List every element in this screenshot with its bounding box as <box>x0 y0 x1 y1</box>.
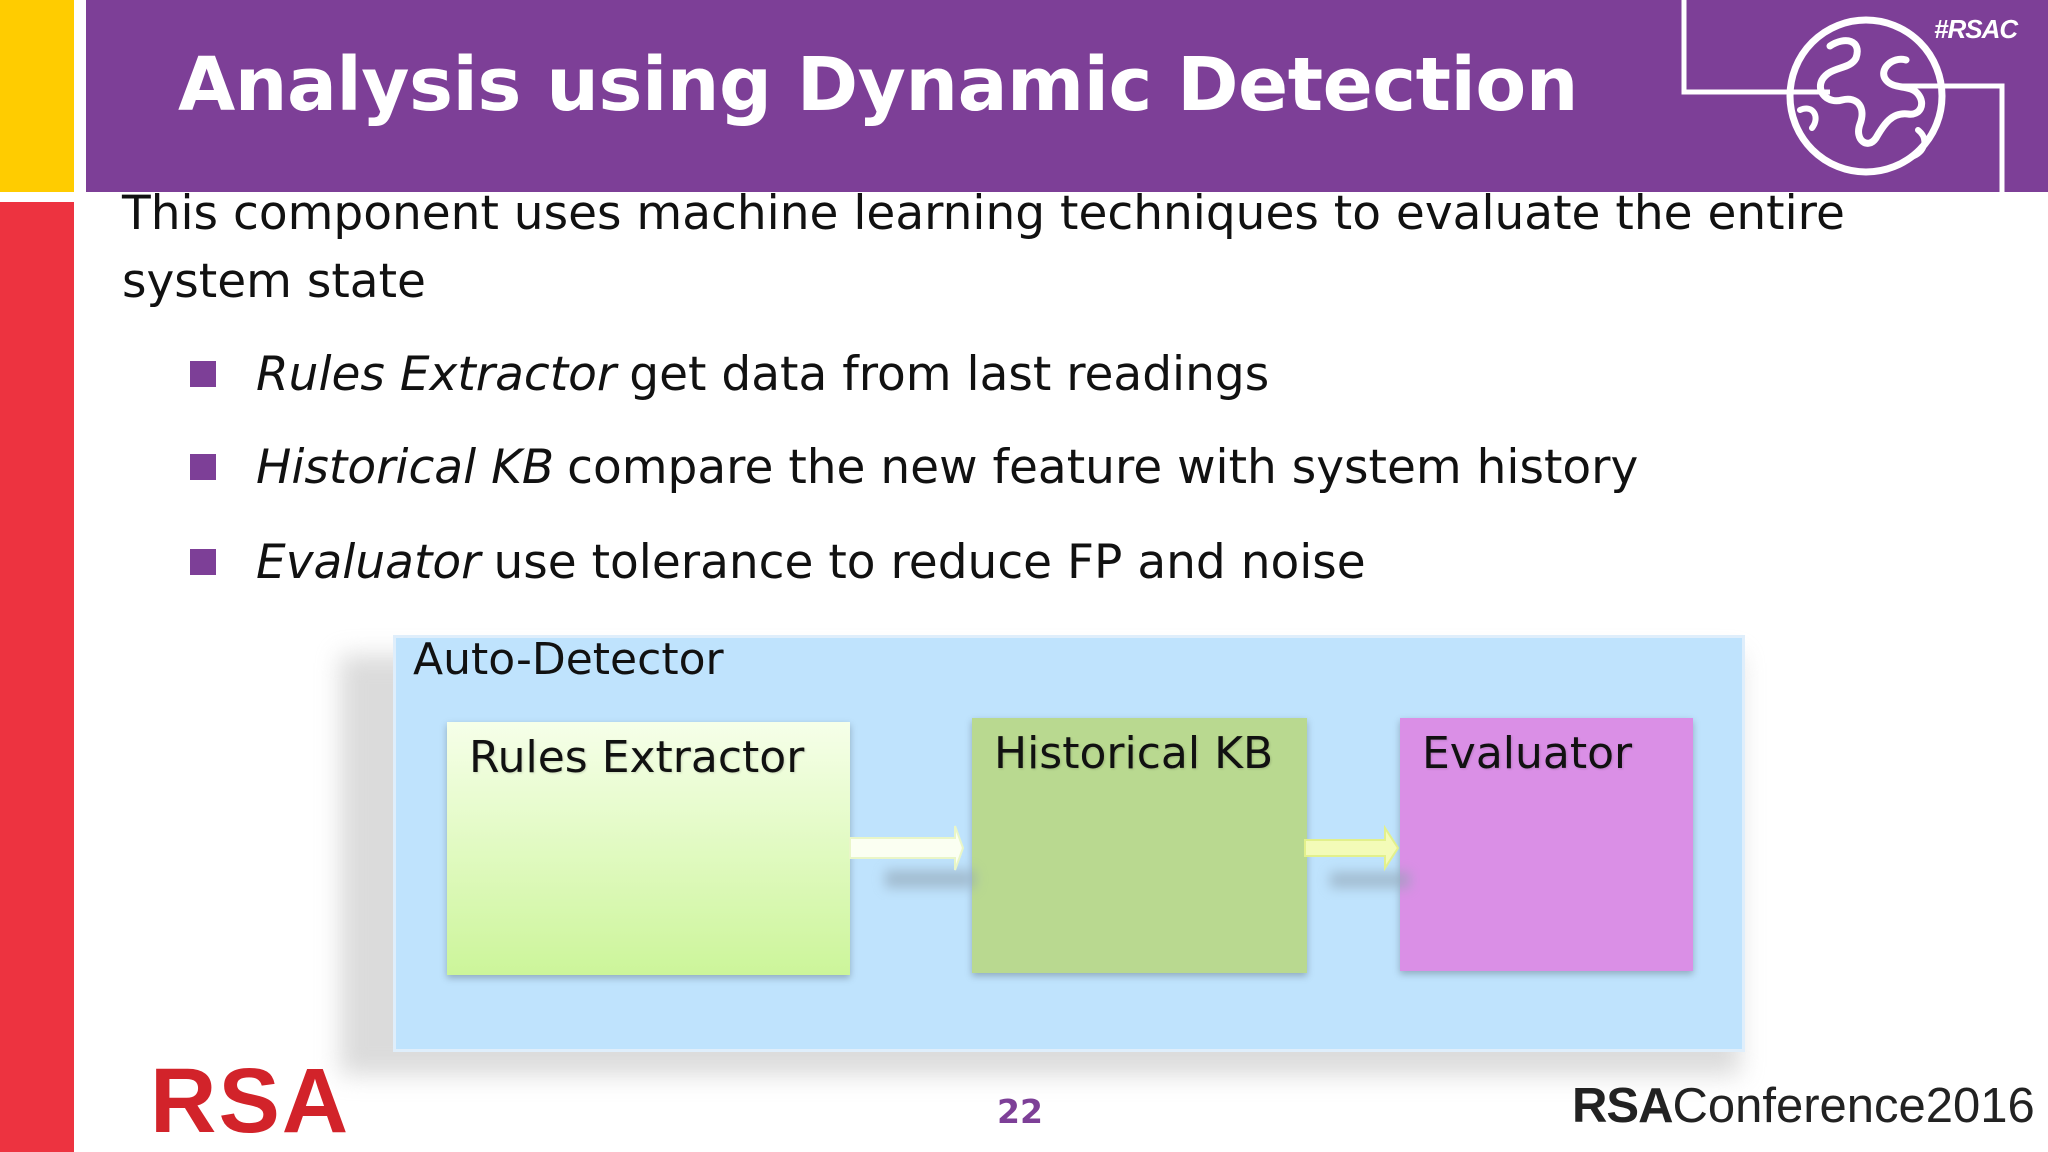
red-accent-bar <box>0 202 74 1152</box>
square-bullet-icon <box>190 454 216 480</box>
rsa-logo-text: RSA <box>150 1060 350 1140</box>
arrows-layer <box>849 824 1410 888</box>
intro-text: This component uses machine learning tec… <box>122 186 1845 309</box>
evaluator-label: Evaluator <box>1422 728 1633 779</box>
rules-extractor-label: Rules Extractor <box>469 732 805 783</box>
square-bullet-icon <box>190 549 216 575</box>
rsa-logo: RSA <box>150 1060 350 1140</box>
bullet-term: Rules Extractor <box>256 346 617 402</box>
square-bullet-icon <box>190 361 216 387</box>
bullet-text: compare the new feature with system hist… <box>567 439 1639 495</box>
historical-kb-box <box>972 718 1307 973</box>
page-number: 22 <box>997 1092 1043 1131</box>
rsa-conference-logo: RSAConference2016 <box>1572 1078 2035 1134</box>
evaluator-box <box>1400 718 1693 971</box>
slide-title: Analysis using Dynamic Detection <box>178 42 1578 128</box>
conference-logo-text: Conference2016 <box>1672 1079 2035 1133</box>
right-arrow-icon <box>849 825 965 871</box>
slide-header <box>86 0 2048 192</box>
bullet-term: Evaluator <box>256 534 481 590</box>
right-arrow-icon <box>1304 824 1400 872</box>
bullet-term: Historical KB <box>256 439 555 495</box>
bullet-text: get data from last readings <box>629 346 1270 402</box>
conference-logo-bold: RSA <box>1572 1079 1673 1133</box>
arrow-shadow <box>1330 872 1410 888</box>
yellow-accent-bar <box>0 0 74 192</box>
bullet-item: Evaluator use tolerance to reduce FP and… <box>190 527 1366 597</box>
historical-kb-label: Historical KB <box>994 728 1274 779</box>
bullet-item: Rules Extractor get data from last readi… <box>190 339 1269 409</box>
bullet-item: Historical KB compare the new feature wi… <box>190 432 1638 502</box>
bullet-text: use tolerance to reduce FP and noise <box>493 534 1366 590</box>
arrow-shadow <box>885 870 975 888</box>
rsac-hashtag: #RSAC <box>1934 14 2018 44</box>
auto-detector-label: Auto-Detector <box>413 634 724 685</box>
rules-extractor-box <box>447 722 850 975</box>
globe-icon <box>1681 0 2005 200</box>
